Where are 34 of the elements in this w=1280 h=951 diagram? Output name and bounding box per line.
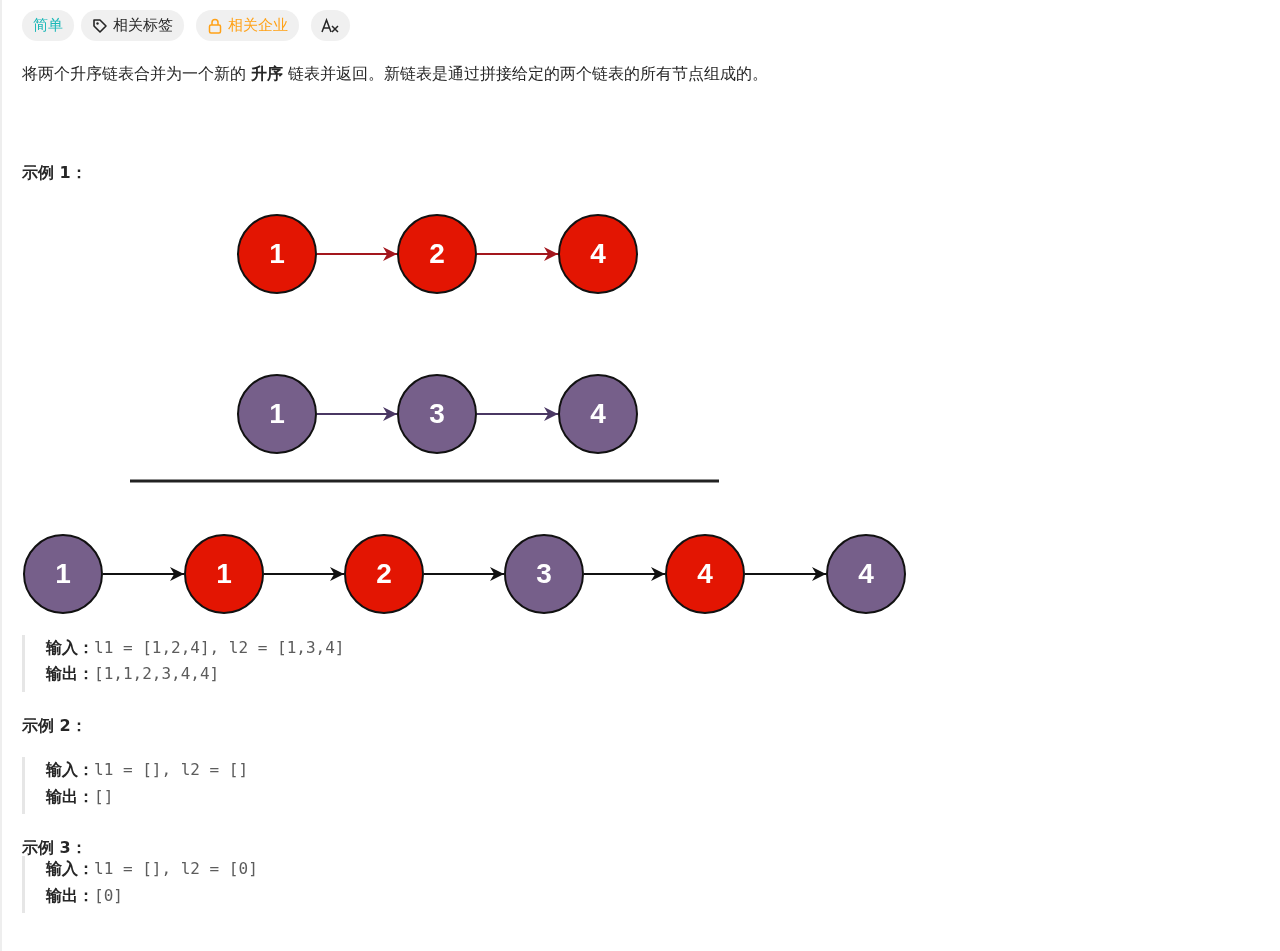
list-node-circle: 2 <box>397 214 477 294</box>
arrow <box>744 567 827 581</box>
input-line: 输入：l1 = [], l2 = [] <box>46 760 249 781</box>
description-text: 将两个升序链表合并为一个新的 升序 链表并返回。新链表是通过拼接给定的两个链表的所有节点组成的。 <box>22 64 769 85</box>
difficulty-tag: 简单 <box>22 10 74 41</box>
arrow <box>423 567 505 581</box>
example-heading: 示例 3： <box>22 838 87 859</box>
example-heading: 示例 2： <box>22 716 87 737</box>
list-node-circle: 3 <box>397 374 477 454</box>
arrow <box>476 407 559 421</box>
list-node-circle: 3 <box>504 534 584 614</box>
list-node-circle: 1 <box>23 534 103 614</box>
list-node-circle: 2 <box>344 534 424 614</box>
list-node-circle: 4 <box>665 534 745 614</box>
arrow <box>102 567 185 581</box>
arrow <box>316 407 398 421</box>
output-line: 输出：[0] <box>46 886 123 907</box>
list-node-circle: 4 <box>558 374 638 454</box>
output-line: 输出：[] <box>46 787 114 808</box>
list-node-circle: 1 <box>237 374 317 454</box>
companies-button: 相关企业 <box>196 10 299 41</box>
arrow <box>583 567 666 581</box>
list-node-circle: 4 <box>826 534 906 614</box>
output-line: 输出：[1,1,2,3,4,4] <box>46 664 220 685</box>
list-node-circle: 4 <box>558 214 638 294</box>
list-node-circle: 1 <box>237 214 317 294</box>
arrow <box>316 247 398 261</box>
topic-tags-button: 相关标签 <box>81 10 184 41</box>
input-line: 输入：l1 = [], l2 = [0] <box>46 859 258 880</box>
list-node-circle: 1 <box>184 534 264 614</box>
arrow <box>263 567 345 581</box>
arrow <box>476 247 559 261</box>
example-heading: 示例 1： <box>22 163 87 184</box>
input-line: 输入：l1 = [1,2,4], l2 = [1,3,4] <box>46 638 345 659</box>
